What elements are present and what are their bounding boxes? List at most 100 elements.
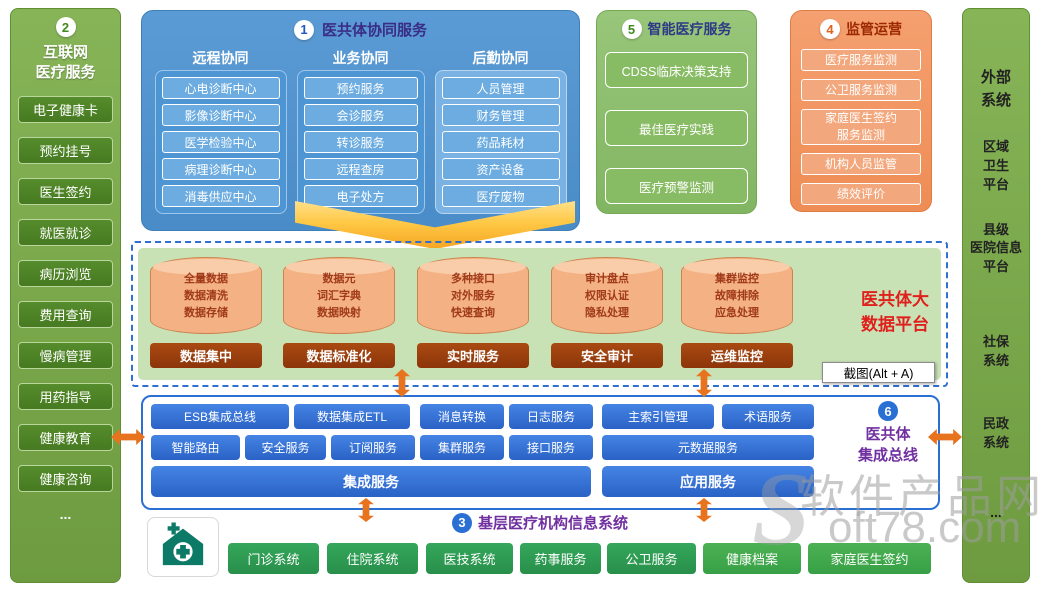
hospital-house-icon xyxy=(158,521,208,574)
left-sidebar-bus-arrow xyxy=(111,429,145,445)
external-systems-panel: 外部 系统 区域 卫生 平台 县级 医院信息 平台 社保 系统 民政 系统 ..… xyxy=(962,8,1030,583)
section-badge-5: 5 xyxy=(621,19,642,39)
screenshot-tooltip: 截图(Alt + A) xyxy=(822,362,935,383)
bus-title-block: 6 医共体 集成总线 xyxy=(828,401,948,466)
civil-affairs-system: 民政 系统 xyxy=(982,415,1009,450)
business-collab-column: 业务协同 预约服务 会诊服务 转诊服务 远程查房 电子处方 xyxy=(296,46,425,214)
public-health-service: 公卫服务 xyxy=(607,543,696,574)
collab-title: 医共体协同服务 xyxy=(321,22,427,39)
inpatient-system: 住院系统 xyxy=(327,543,418,574)
section-badge-4: 4 xyxy=(820,19,840,39)
external-systems-ellipsis: ... xyxy=(990,504,1002,521)
interface-service: 接口服务 xyxy=(509,435,593,460)
performance-evaluation: 绩效评价 xyxy=(801,183,921,205)
internet-medical-services-panel: 2 互联网 医疗服务 电子健康卡 预约挂号 医生签约 就医就诊 病历浏览 费用查… xyxy=(10,8,121,583)
family-doctor-signing: 家庭医生签约 xyxy=(808,543,931,574)
smart-medical-panel: 5 智能医疗服务 CDSS临床决策支持 最佳医疗实践 医疗预警监测 xyxy=(596,10,757,214)
regulation-title-row: 4 监管运营 xyxy=(820,19,902,39)
primary-institutions-title-row: 3 基层医疗机构信息系统 xyxy=(390,512,690,533)
drug-consumables: 药品耗材 xyxy=(441,131,560,153)
item-health-consultation: 健康咨询 xyxy=(18,464,113,492)
ops-monitoring-cylinder: 集群监控 故障排除 应急处理 xyxy=(681,257,793,334)
data-integration-etl: 数据集成ETL xyxy=(294,404,410,429)
family-doctor-service-monitor: 家庭医生签约 服务监测 xyxy=(801,109,921,145)
cylinder-text: 数据元 词汇字典 数据映射 xyxy=(317,273,361,320)
metadata-service: 元数据服务 xyxy=(602,435,814,460)
finance-mgmt: 财务管理 xyxy=(441,104,560,126)
remote-collab-column: 远程协同 心电诊断中心 影像诊断中心 医学检验中心 病理诊断中心 消毒供应中心 xyxy=(154,46,287,214)
medical-lab-center: 医学检验中心 xyxy=(161,131,280,153)
item-record-browse: 病历浏览 xyxy=(18,259,113,287)
platform-title: 医共体大 数据平台 xyxy=(861,290,929,334)
regulation-title: 监管运营 xyxy=(846,21,902,37)
business-collab-header: 业务协同 xyxy=(332,50,389,66)
cylinder-text: 审计盘点 权限认证 隐私处理 xyxy=(585,273,629,320)
message-transform: 消息转换 xyxy=(420,404,504,429)
master-index-mgmt: 主索引管理 xyxy=(602,404,714,429)
integration-bus-panel: ESB集成总线 数据集成ETL 消息转换 日志服务 主索引管理 术语服务 智能路… xyxy=(141,395,940,510)
section-badge-2: 2 xyxy=(55,17,76,37)
section-badge-6: 6 xyxy=(878,401,898,421)
security-audit-label: 安全审计 xyxy=(551,343,663,368)
platform-bus-arrow xyxy=(696,369,712,397)
institution-personnel-supervision: 机构人员监管 xyxy=(801,153,921,175)
realtime-service-cylinder: 多种接口 对外服务 快速查询 xyxy=(417,257,529,334)
right-sidebar-bus-arrow xyxy=(928,429,962,445)
log-service: 日志服务 xyxy=(509,404,593,429)
cdss-clinical-decision: CDSS临床决策支持 xyxy=(605,52,748,88)
integration-service: 集成服务 xyxy=(151,466,591,497)
subscription-service: 订阅服务 xyxy=(331,435,415,460)
esb-integration-bus: ESB集成总线 xyxy=(151,404,289,429)
medical-service-monitor: 医疗服务监测 xyxy=(801,49,921,71)
item-health-education: 健康教育 xyxy=(18,423,113,451)
social-security-system: 社保 系统 xyxy=(982,334,1009,368)
item-fee-inquiry: 费用查询 xyxy=(18,300,113,328)
item-appointment-registration: 预约挂号 xyxy=(18,136,113,164)
referral-service: 转诊服务 xyxy=(303,131,418,153)
section-badge-1: 1 xyxy=(293,19,314,40)
bus-bottom-arrow xyxy=(696,498,712,522)
ecg-diagnosis-center: 心电诊断中心 xyxy=(161,77,280,99)
smart-routing: 智能路由 xyxy=(151,435,240,460)
item-doctor-signing: 医生签约 xyxy=(18,177,113,205)
consultation-service: 会诊服务 xyxy=(303,104,418,126)
medtech-system: 医技系统 xyxy=(426,543,513,574)
medical-waste: 医疗废物 xyxy=(441,185,560,207)
disinfection-supply-center: 消毒供应中心 xyxy=(161,185,280,207)
security-service: 安全服务 xyxy=(245,435,326,460)
data-centralization-label: 数据集中 xyxy=(150,343,262,368)
item-electronic-health-card: 电子健康卡 xyxy=(18,95,113,123)
bus-title: 医共体 集成总线 xyxy=(857,426,918,464)
best-medical-practice: 最佳医疗实践 xyxy=(605,110,748,146)
pathology-diagnosis-center: 病理诊断中心 xyxy=(161,158,280,180)
public-health-monitor: 公卫服务监测 xyxy=(801,79,921,101)
smart-title-row: 5 智能医疗服务 xyxy=(621,19,732,39)
remote-ward-round: 远程查房 xyxy=(303,158,418,180)
cylinder-text: 全量数据 数据清洗 数据存储 xyxy=(184,273,228,320)
primary-institutions-title: 基层医疗机构信息系统 xyxy=(477,515,628,532)
county-hospital-info-platform: 县级 医院信息 平台 xyxy=(969,221,1022,275)
personnel-mgmt: 人员管理 xyxy=(441,77,560,99)
collab-title-row: 1 医共体协同服务 xyxy=(142,19,579,40)
data-centralization-cylinder: 全量数据 数据清洗 数据存储 xyxy=(150,257,262,334)
outpatient-system: 门诊系统 xyxy=(228,543,319,574)
regional-health-platform: 区域 卫生 平台 xyxy=(982,139,1009,192)
medical-warning-monitor: 医疗预警监测 xyxy=(605,168,748,204)
logistics-collab-header: 后勤协同 xyxy=(472,50,529,66)
imaging-diagnosis-center: 影像诊断中心 xyxy=(161,104,280,126)
asset-equipment: 资产设备 xyxy=(441,158,560,180)
regulation-operations-panel: 4 监管运营 医疗服务监测 公卫服务监测 家庭医生签约 服务监测 机构人员监管 … xyxy=(790,10,932,212)
security-audit-cylinder: 审计盘点 权限认证 隐私处理 xyxy=(551,257,663,334)
platform-background xyxy=(138,248,941,380)
smart-title: 智能医疗服务 xyxy=(647,21,732,37)
data-standardization-label: 数据标准化 xyxy=(283,343,395,368)
section-badge-3: 3 xyxy=(451,512,472,533)
external-systems-title: 外部 系统 xyxy=(980,69,1011,109)
data-standardization-cylinder: 数据元 词汇字典 数据映射 xyxy=(283,257,395,334)
left-sidebar-items: 电子健康卡 预约挂号 医生签约 就医就诊 病历浏览 费用查询 慢病管理 用药指导… xyxy=(18,95,113,492)
e-prescription: 电子处方 xyxy=(303,185,418,207)
item-chronic-disease-mgmt: 慢病管理 xyxy=(18,341,113,369)
item-medical-visit: 就医就诊 xyxy=(18,218,113,246)
cylinder-text: 集群监控 故障排除 应急处理 xyxy=(715,273,759,320)
